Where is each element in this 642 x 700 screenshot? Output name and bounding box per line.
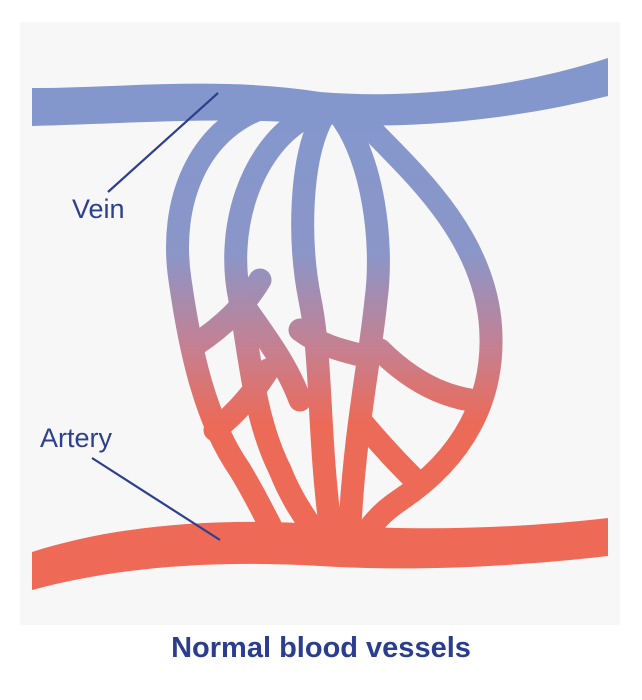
artery-vessel <box>32 518 608 590</box>
capillary-network <box>166 96 503 537</box>
vein-leader-line <box>107 92 219 193</box>
vein-vessel <box>32 58 608 126</box>
artery-leader-line <box>91 457 221 541</box>
artery-label: Artery <box>40 423 113 453</box>
vein-label: Vein <box>72 194 125 224</box>
capillary-center-right <box>330 106 390 537</box>
capillary-left-inner <box>224 106 322 537</box>
capillary-center-left <box>291 106 342 537</box>
capillary-cross-center <box>288 318 372 367</box>
capillary-cross-left <box>183 268 272 357</box>
capillary-cross-lower-left <box>203 358 280 442</box>
capillary-outer-right <box>348 106 503 537</box>
capillary-cross-right <box>368 338 482 412</box>
capillary-left-mid <box>228 288 312 412</box>
diagram-caption: Normal blood vessels <box>171 632 471 664</box>
capillary-lower-right <box>348 408 432 497</box>
